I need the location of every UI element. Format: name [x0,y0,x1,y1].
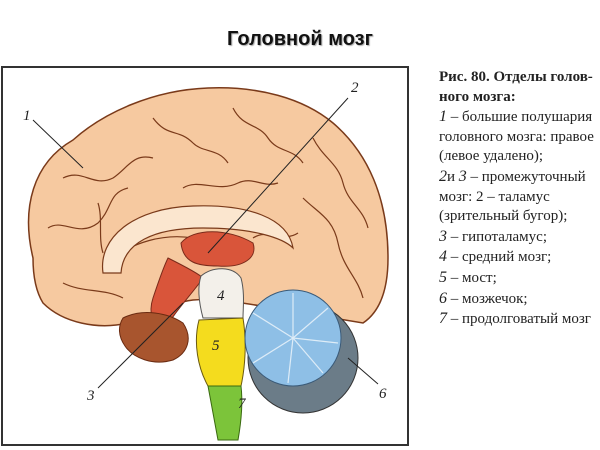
leader-lines [32,97,379,389]
brain-sagittal-illustration: 1 2 3 4 5 6 7 [23,80,389,441]
caption-item-1: 1 – большие полушария головного мозга: п… [439,108,594,165]
figure-caption: Рис. 80. Отделы голов-ного мозга: 1 – бо… [439,68,599,330]
caption-item-2-3: 2и 3 – промежуточный мозг: 2 – таламус (… [439,167,586,225]
caption-item-7: 7 – продолговатый мозг [439,310,591,328]
label-1: 1 [23,108,31,124]
caption-item-4: 4 – средний мозг; [439,248,552,266]
label-4: 4 [217,288,225,304]
corpus-callosum [101,205,294,274]
label-2: 2 [351,80,359,96]
caption-item-6: 6 – мозжечок; [439,289,528,307]
arbor-vitae [252,293,339,384]
label-5: 5 [212,338,220,354]
midbrain [198,268,244,319]
caption-item-3: 3 – гипоталамус; [439,227,547,245]
thalamus [180,231,255,267]
caption-heading: Рис. 80. Отделы голов-ного мозга: [439,69,593,105]
label-6: 6 [379,386,387,402]
medulla [207,385,243,441]
brain-diagram-frame: 1 2 3 4 5 6 7 [1,66,409,446]
caption-item-5: 5 – мост; [439,268,497,286]
pons [195,317,246,387]
label-7: 7 [238,396,247,412]
label-3: 3 [86,388,95,404]
page-title: Головной мозг [227,28,373,50]
brainstem-base [119,312,189,363]
